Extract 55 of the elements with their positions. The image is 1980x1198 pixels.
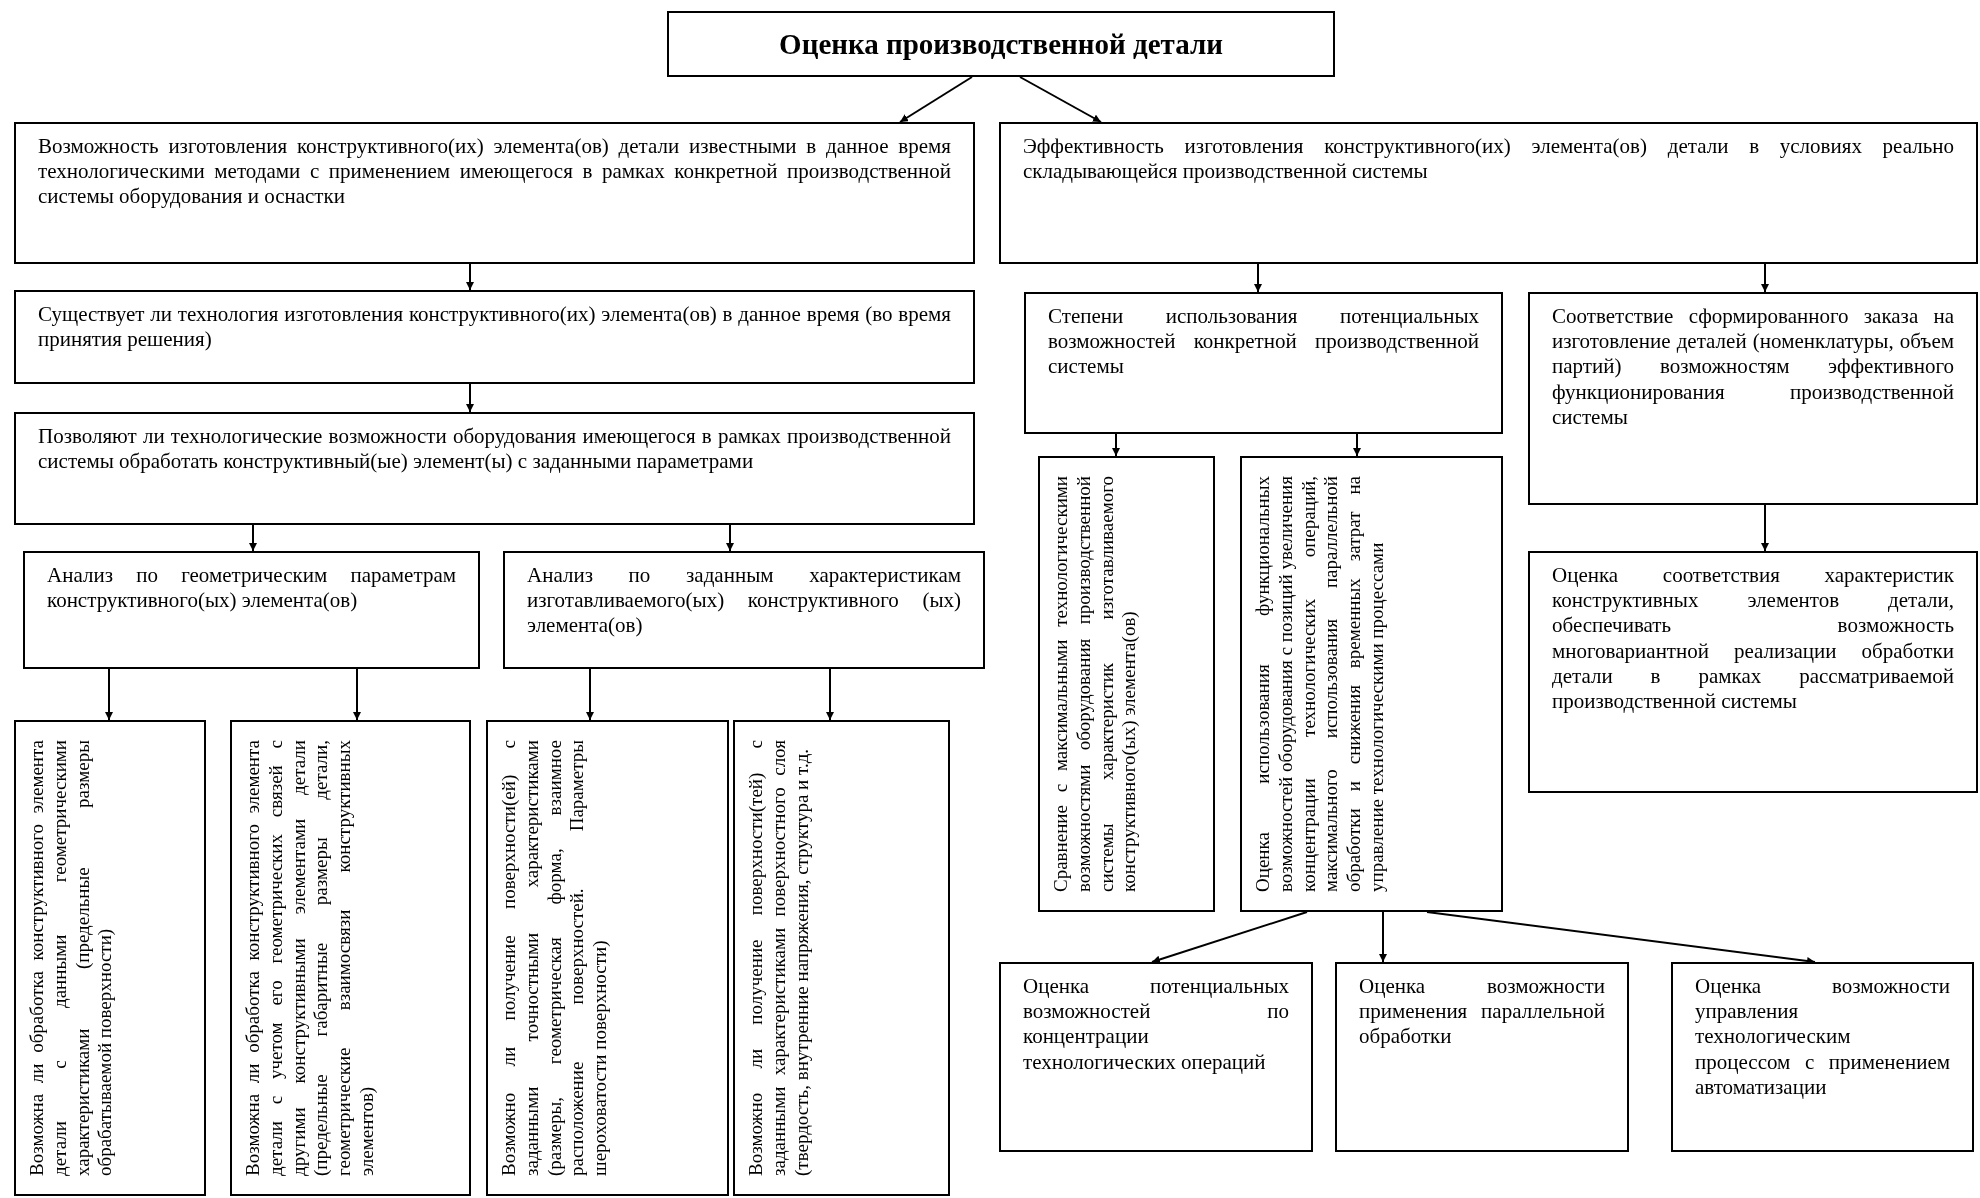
box-text: Возможность изготовления конструктивного(их) элемента(ов) детали известными в данное время технологическими методами с применением имеющегося в рамках конкретной производственной системы оборудования и оснастки (38, 134, 951, 210)
title-text: Оценка производственной детали (779, 26, 1223, 62)
box-text: Сравнение с максимальными технологическими возможностями оборудования производственной системы характеристик изготавливаемого конструктивного(ых) элемента(ов) (1050, 476, 1141, 892)
box-text: Анализ по заданным характеристикам изготавливаемого(ых) конструктивного (ых) элемента(ов) (527, 563, 961, 639)
vertical-text-box (733, 720, 950, 1196)
process-box (503, 551, 985, 669)
arrow (249, 524, 257, 552)
arrow (586, 668, 594, 721)
arrow (1254, 263, 1262, 293)
box-text: Анализ по геометрическим параметрам конструктивного(ых) элемента(ов) (47, 563, 456, 614)
box-text: Возможно ли получение поверхности(тей) с заданными характеристиками поверхностного слоя (твердость, внутренние напряжения, структура и т.д. (745, 740, 813, 1176)
box-text: Степени использования потенциальных возможностей конкретной производственной системы (1048, 304, 1479, 380)
arrow (826, 668, 834, 721)
process-box (1024, 292, 1503, 434)
arrow (1761, 263, 1769, 293)
vertical-text-box (486, 720, 729, 1196)
arrow (1151, 911, 1308, 964)
arrow (105, 668, 113, 721)
vertical-text-box (14, 720, 206, 1196)
box-text: Возможна ли обработка конструктивного элемента детали с учетом его геометрических связей с другими конструктивными элементами детали (предельные габаритные размеры детали, геометрические взаимосвязи конструктивных элементов) (242, 740, 378, 1176)
box-text: Эффективность изготовления конструктивного(их) элемента(ов) детали в условиях реально складывающейся производственной системы (1023, 134, 1954, 185)
box-text: Возможна ли обработка конструктивного элемента детали с данными геометрическими характеристиками (предельные размеры обрабатываемой поверхности) (26, 740, 117, 1176)
process-box (14, 412, 975, 525)
process-box (1528, 292, 1978, 505)
arrow (466, 383, 474, 413)
arrow (1761, 504, 1769, 552)
arrow (1353, 433, 1361, 457)
arrow (1019, 76, 1102, 123)
box-text: Оценка соответствия характеристик конструктивных элементов детали, обеспечивать возможность многовариантной реализации обработки детали в рамках рассматриваемой производственной системы (1552, 563, 1954, 715)
title-box (667, 11, 1335, 77)
vertical-text-box (1038, 456, 1215, 912)
vertical-text-box (1240, 456, 1503, 912)
box-text: Оценка возможности управления технологическим процессом с применением автоматизации (1695, 974, 1950, 1100)
process-box (999, 962, 1313, 1152)
process-box (23, 551, 480, 669)
arrow (353, 668, 361, 721)
box-text: Позволяют ли технологические возможности оборудования имеющегося в рамках производственной системы обработать конструктивный(ые) элемент(ы) с заданными параметрами (38, 424, 951, 475)
process-box (14, 290, 975, 384)
box-text: Существует ли технология изготовления конструктивного(их) элемента(ов) в данное время (во время принятия решения) (38, 302, 951, 353)
box-text: Соответствие сформированного заказа на изготовление деталей (номенклатуры, объем партий) возможностям эффективного функционирования производственной системы (1552, 304, 1954, 430)
process-box (1671, 962, 1974, 1152)
box-text: Оценка возможности применения параллельной обработки (1359, 974, 1605, 1050)
arrow (466, 263, 474, 291)
box-text: Оценка потенциальных возможностей по концентрации технологических операций (1023, 974, 1289, 1075)
process-box (1528, 551, 1978, 793)
vertical-text-box (230, 720, 471, 1196)
process-box (999, 122, 1978, 264)
arrow (1426, 911, 1816, 965)
arrow (899, 76, 973, 123)
box-text: Возможно ли получение поверхности(ей) с заданными точностными характеристиками (размеры, геометрическая форма, взаимное расположение поверхностей. Параметры шероховатости поверхности) (498, 740, 612, 1176)
process-box (14, 122, 975, 264)
arrow (726, 524, 734, 552)
arrow (1379, 911, 1387, 963)
process-box (1335, 962, 1629, 1152)
arrow (1112, 433, 1120, 457)
